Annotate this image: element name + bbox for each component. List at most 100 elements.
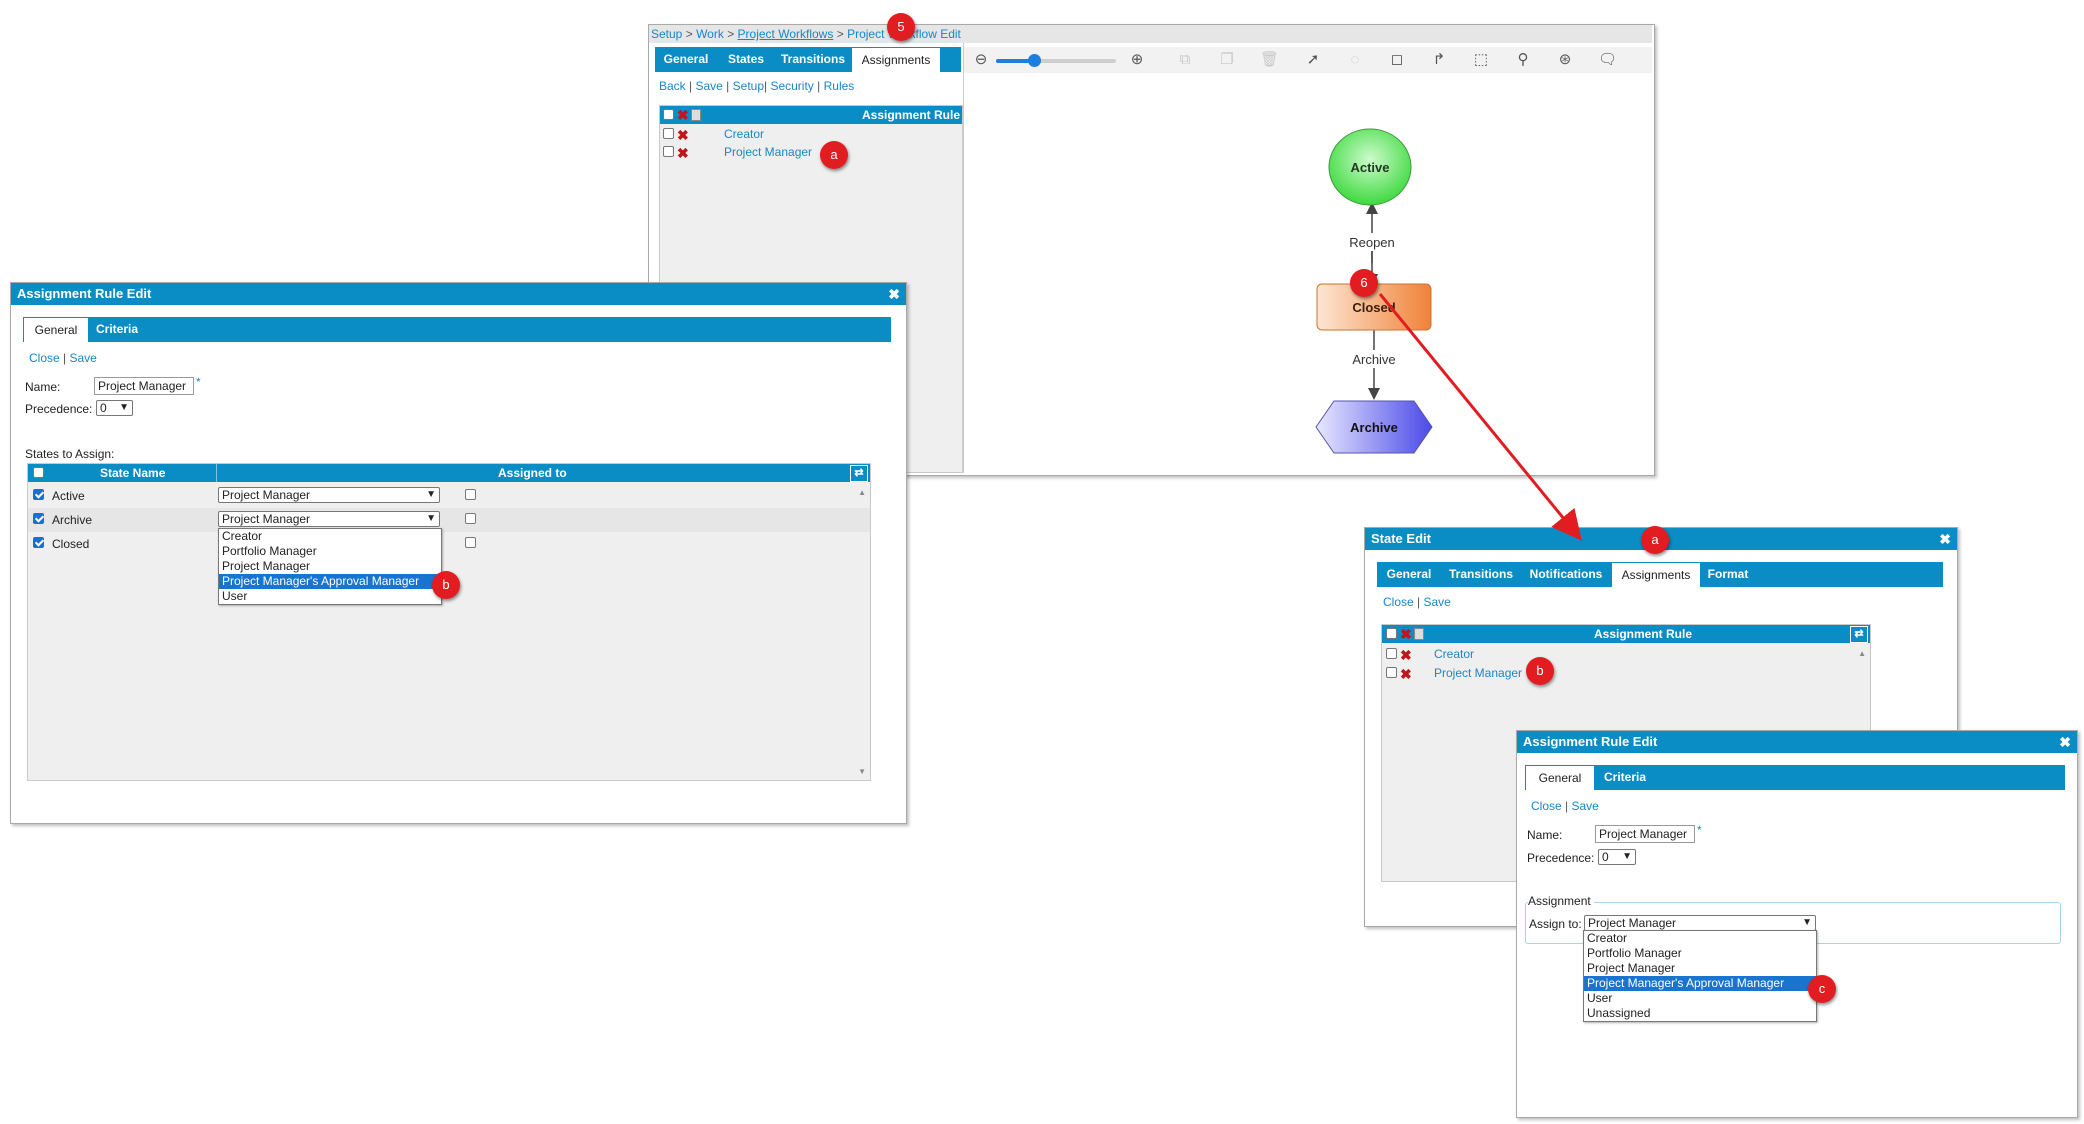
- zoom-slider-handle[interactable]: [1028, 54, 1041, 67]
- tab-format[interactable]: Format: [1707, 567, 1749, 581]
- zoom-fit-icon[interactable]: ⊛: [1558, 51, 1572, 68]
- zoom-out-icon[interactable]: ⊖: [974, 51, 988, 68]
- dropdown-option-selected[interactable]: Project Manager's Approval Manager: [219, 574, 441, 589]
- close-icon[interactable]: ✖: [888, 286, 900, 302]
- callout-badge-b: b: [432, 571, 460, 599]
- tab-general[interactable]: General: [663, 52, 709, 66]
- delete-row-icon[interactable]: ✖: [1400, 647, 1412, 663]
- close-icon[interactable]: ✖: [2059, 734, 2071, 750]
- close-link[interactable]: Close: [1383, 595, 1414, 609]
- dropdown-option[interactable]: Creator: [222, 529, 263, 543]
- dropdown-option-selected[interactable]: Project Manager's Approval Manager: [1584, 976, 1816, 991]
- rules-link[interactable]: Rules: [823, 79, 855, 93]
- column-chooser-icon[interactable]: ⇄: [1850, 626, 1868, 643]
- save-link[interactable]: Save: [1571, 799, 1599, 813]
- row-checkbox[interactable]: [1386, 648, 1397, 659]
- scroll-up-icon[interactable]: ▲: [858, 488, 866, 497]
- tab-states[interactable]: States: [727, 52, 765, 66]
- delete-row-icon[interactable]: ✖: [1400, 666, 1412, 682]
- row-checkbox[interactable]: [1386, 667, 1397, 678]
- precedence-select[interactable]: 0▼: [96, 400, 133, 416]
- state-node-active[interactable]: [1328, 128, 1412, 206]
- dropdown-option[interactable]: Unassigned: [1587, 1006, 1651, 1020]
- row-checkbox[interactable]: [663, 128, 674, 139]
- workflow-canvas[interactable]: ⊖ ⊕ ⧉ ❐ 🗑 ➚ ◌ ◻ ↱ ⬚ ⚲ ⊛ 🗨: [963, 43, 1652, 473]
- breadcrumb-sep: >: [685, 27, 693, 41]
- column-chooser-icon[interactable]: ⇄: [850, 465, 868, 482]
- tab-criteria[interactable]: Criteria: [95, 322, 139, 336]
- tab-general[interactable]: General: [1386, 567, 1432, 581]
- rule-link-project-manager[interactable]: Project Manager: [724, 145, 813, 159]
- save-link[interactable]: Save: [695, 79, 723, 93]
- save-link[interactable]: Save: [69, 351, 97, 365]
- dropdown-option[interactable]: Creator: [1587, 931, 1628, 945]
- back-link[interactable]: Back: [659, 79, 686, 93]
- row-checkbox[interactable]: [663, 146, 674, 157]
- rule-link-project-manager[interactable]: Project Manager: [1434, 666, 1523, 680]
- tab-transitions[interactable]: Transitions: [1448, 567, 1513, 581]
- zoom-in-icon[interactable]: ⊕: [1130, 51, 1144, 68]
- scroll-up-icon[interactable]: ▲: [1858, 649, 1866, 658]
- chevron-down-icon: ▼: [1622, 851, 1632, 862]
- zoom-slider[interactable]: [996, 54, 1116, 67]
- callout-badge-5: 5: [887, 13, 915, 41]
- select-all-checkbox[interactable]: [663, 109, 674, 120]
- name-field[interactable]: Project Manager: [94, 377, 194, 395]
- save-link[interactable]: Save: [1423, 595, 1451, 609]
- select-all-checkbox[interactable]: [33, 467, 44, 478]
- add-state-icon[interactable]: ◻: [1390, 51, 1404, 68]
- zoom-select-icon[interactable]: ⚲: [1517, 51, 1529, 68]
- dropdown-option[interactable]: Portfolio Manager: [1587, 946, 1682, 960]
- delete-icon[interactable]: ✖: [677, 107, 689, 123]
- dropdown-option[interactable]: User: [222, 589, 248, 603]
- breadcrumb-project-workflows[interactable]: Project Workflows: [737, 27, 834, 41]
- row-option-checkbox[interactable]: [465, 537, 476, 548]
- delete-row-icon[interactable]: ✖: [677, 127, 689, 143]
- delete-icon[interactable]: ✖: [1400, 626, 1412, 642]
- marquee-select-icon[interactable]: ⬚: [1473, 51, 1489, 68]
- tab-criteria[interactable]: Criteria: [1603, 770, 1647, 784]
- dialog-title: Assignment Rule Edit: [1523, 734, 1658, 749]
- copy-icon[interactable]: [1414, 628, 1424, 640]
- precedence-select[interactable]: 0▼: [1598, 849, 1636, 865]
- rule-link-creator[interactable]: Creator: [1434, 647, 1475, 661]
- dropdown-option[interactable]: Project Manager: [222, 559, 311, 573]
- tab-transitions[interactable]: Transitions: [780, 52, 845, 66]
- close-icon[interactable]: ✖: [1939, 531, 1951, 547]
- state-checkbox[interactable]: [33, 489, 44, 500]
- breadcrumb-work[interactable]: Work: [696, 27, 724, 41]
- scroll-down-icon[interactable]: ▼: [858, 767, 866, 776]
- state-checkbox[interactable]: [33, 513, 44, 524]
- delete-row-icon[interactable]: ✖: [677, 145, 689, 161]
- assigned-to-select[interactable]: Project Manager▼: [218, 487, 440, 503]
- tab-notifications[interactable]: Notifications: [1529, 567, 1603, 581]
- tab-general[interactable]: General: [1525, 765, 1595, 790]
- add-transition-icon[interactable]: ↱: [1432, 51, 1446, 68]
- breadcrumb-setup[interactable]: Setup: [651, 27, 683, 41]
- name-field[interactable]: Project Manager: [1595, 825, 1695, 843]
- close-link[interactable]: Close: [29, 351, 60, 365]
- rule-link-creator[interactable]: Creator: [724, 127, 765, 141]
- setup-link[interactable]: Setup: [732, 79, 764, 93]
- row-option-checkbox[interactable]: [465, 489, 476, 500]
- tab-assignments[interactable]: Assignments: [1611, 562, 1701, 587]
- dropdown-option[interactable]: User: [1587, 991, 1613, 1005]
- row-option-checkbox[interactable]: [465, 513, 476, 524]
- copy-icon[interactable]: [691, 109, 701, 121]
- tab-general[interactable]: General: [23, 317, 89, 342]
- assign-to-select[interactable]: Project Manager▼: [1584, 915, 1816, 931]
- select-all-checkbox[interactable]: [1386, 628, 1397, 639]
- comment-icon[interactable]: 🗨: [1598, 51, 1618, 68]
- dropdown-option[interactable]: Portfolio Manager: [222, 544, 317, 558]
- state-checkbox[interactable]: [33, 537, 44, 548]
- dropdown-option[interactable]: Project Manager: [1587, 961, 1676, 975]
- security-link[interactable]: Security: [770, 79, 814, 93]
- assigned-to-select[interactable]: Project Manager▼: [218, 511, 440, 527]
- copy-icon[interactable]: ⧉: [1179, 51, 1191, 68]
- paste-icon[interactable]: ❐: [1220, 51, 1234, 68]
- close-link[interactable]: Close: [1531, 799, 1562, 813]
- lasso-icon[interactable]: ◌: [1350, 51, 1360, 68]
- tab-assignments[interactable]: Assignments: [851, 47, 941, 72]
- trash-icon[interactable]: 🗑: [1260, 51, 1280, 68]
- pointer-icon[interactable]: ➚: [1306, 51, 1320, 68]
